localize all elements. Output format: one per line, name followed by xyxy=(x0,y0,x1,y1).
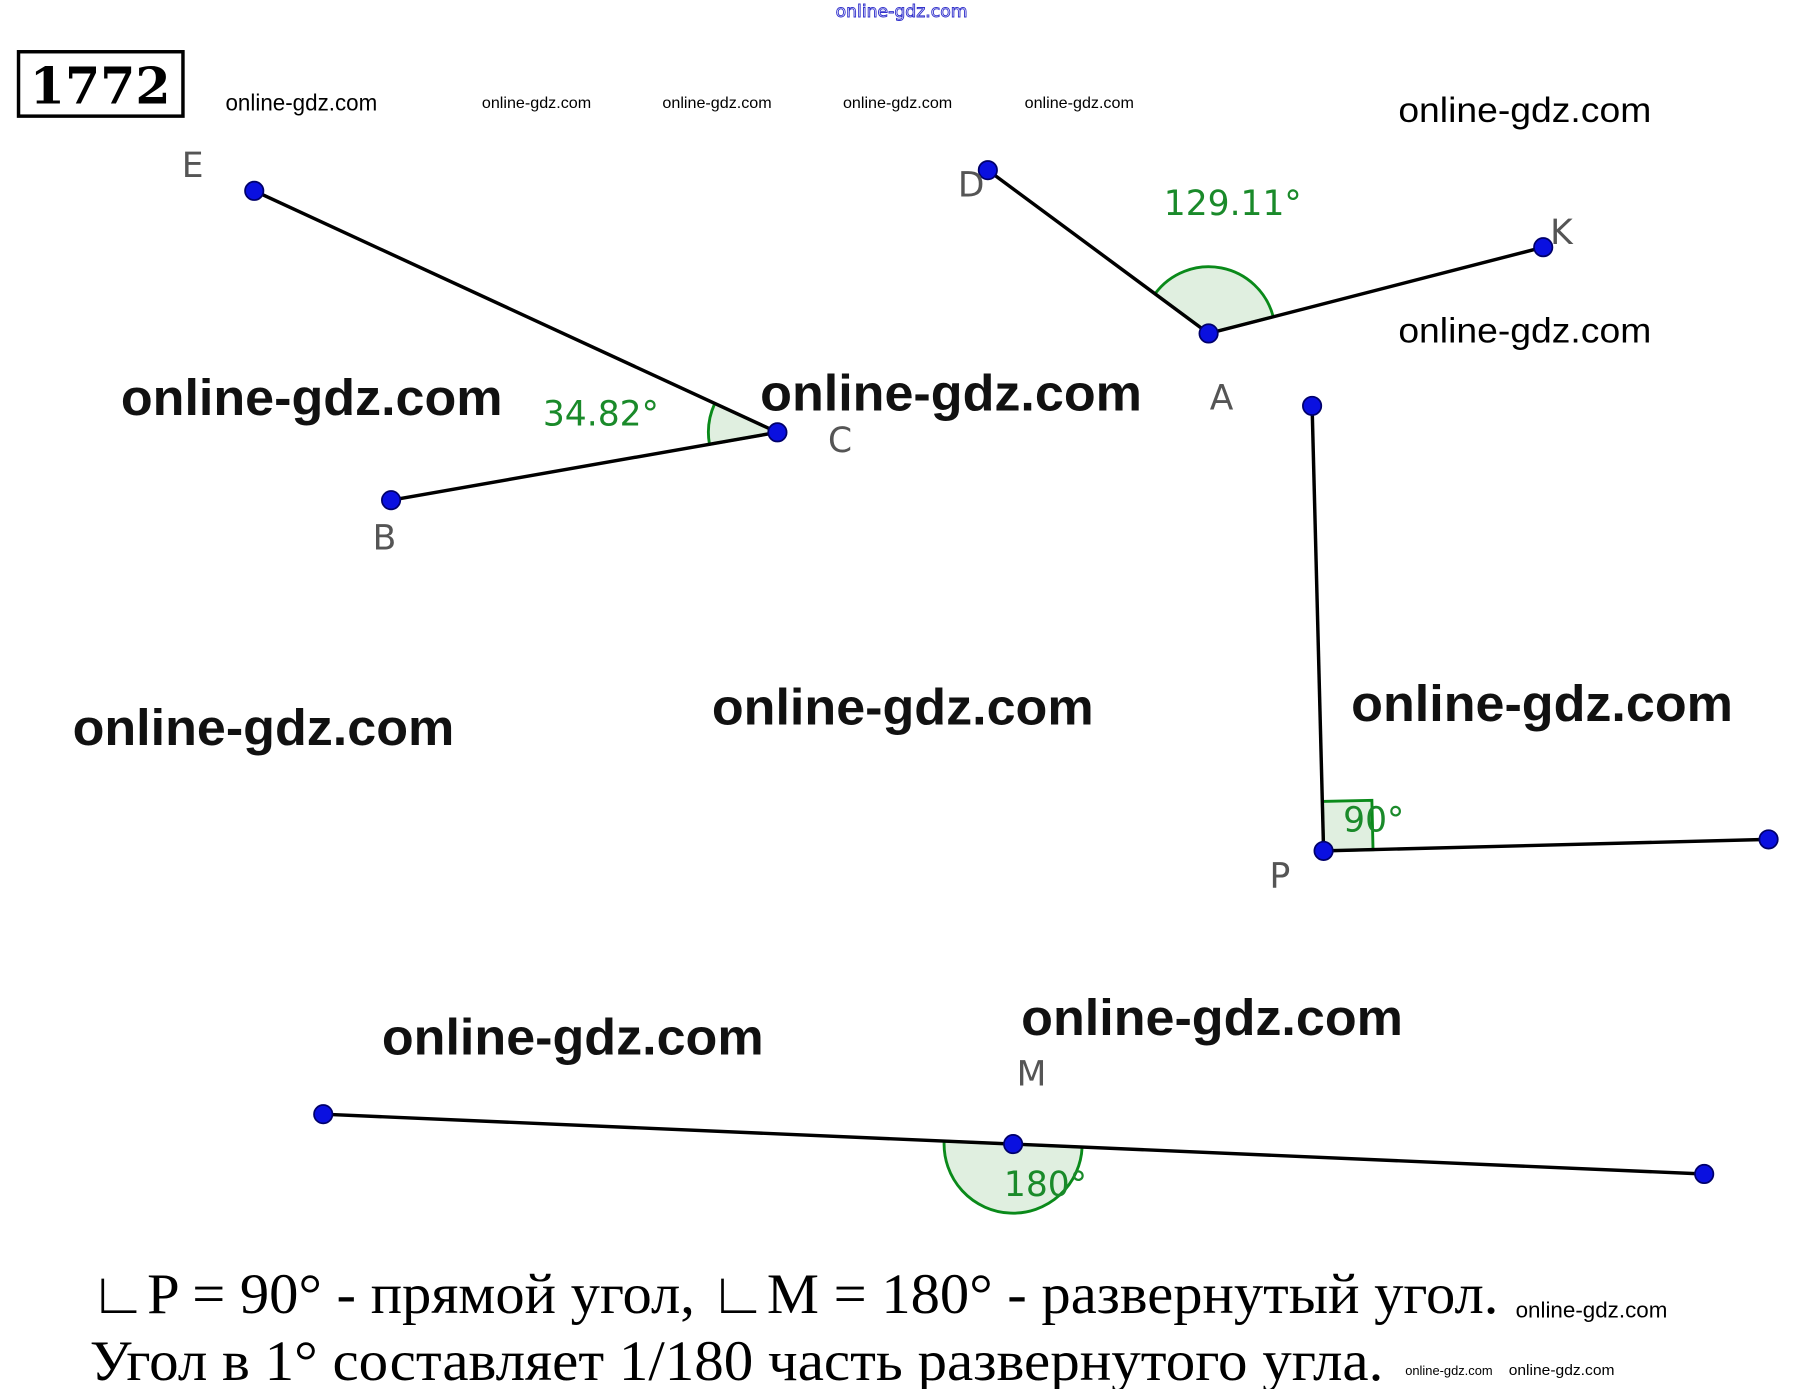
ray-p-up xyxy=(1310,405,1326,851)
ray-ce xyxy=(253,189,779,434)
angle-p-value: 90° xyxy=(1343,800,1404,840)
point-c[interactable] xyxy=(767,422,788,443)
watermark: online-gdz.com xyxy=(1509,1362,1615,1379)
label-b: B xyxy=(373,519,397,559)
watermark: online-gdz.com xyxy=(1405,1364,1492,1378)
label-a: A xyxy=(1210,378,1234,418)
ray-p-right xyxy=(1323,837,1769,853)
angle-m-value: 180° xyxy=(1004,1165,1087,1205)
point-m[interactable] xyxy=(1003,1134,1024,1155)
point-m-left[interactable] xyxy=(313,1104,334,1125)
label-p: P xyxy=(1270,857,1291,897)
label-e: E xyxy=(182,146,204,186)
watermark: online-gdz.com xyxy=(482,94,591,112)
ray-ad xyxy=(986,168,1210,335)
conclusion-line-1: ∟P = 90° - прямой угол, ∟M = 180° - разв… xyxy=(90,1263,1499,1326)
label-d: D xyxy=(958,166,985,206)
watermark: online-gdz.com xyxy=(760,364,1142,421)
label-m: M xyxy=(1017,1054,1047,1094)
ray-cb xyxy=(390,430,778,502)
problem-number-box xyxy=(16,50,185,118)
watermark: online-gdz.com xyxy=(1021,989,1403,1046)
point-p-top[interactable] xyxy=(1302,395,1323,416)
top-watermark: online-gdz.com xyxy=(836,2,968,22)
angle-m-arc xyxy=(942,1139,1084,1215)
angle-c-value: 34.82° xyxy=(543,394,659,434)
watermark: online-gdz.com xyxy=(712,678,1094,735)
conclusion-line-2: Угол в 1° составляет 1/180 часть разверн… xyxy=(90,1330,1384,1389)
point-b[interactable] xyxy=(381,490,402,511)
watermark: online-gdz.com xyxy=(121,369,503,426)
watermark: online-gdz.com xyxy=(73,699,455,756)
ray-ak xyxy=(1208,245,1544,336)
watermark: online-gdz.com xyxy=(1398,311,1651,351)
point-p[interactable] xyxy=(1313,840,1334,861)
watermark: online-gdz.com xyxy=(1351,675,1733,732)
watermark: online-gdz.com xyxy=(843,94,952,112)
watermark: online-gdz.com xyxy=(1516,1298,1668,1323)
point-d[interactable] xyxy=(977,160,998,181)
label-k: K xyxy=(1550,213,1574,253)
angle-a-value: 129.11° xyxy=(1164,184,1302,224)
watermark: online-gdz.com xyxy=(382,1008,764,1065)
point-p-right[interactable] xyxy=(1758,829,1779,850)
point-m-right[interactable] xyxy=(1694,1163,1715,1185)
watermark: online-gdz.com xyxy=(1398,90,1651,130)
label-c: C xyxy=(828,421,852,461)
watermark: online-gdz.com xyxy=(225,89,377,115)
point-k[interactable] xyxy=(1533,237,1554,258)
point-a[interactable] xyxy=(1198,323,1219,344)
point-e[interactable] xyxy=(244,180,265,201)
watermark: online-gdz.com xyxy=(1025,94,1134,112)
problem-number: 1772 xyxy=(30,55,171,115)
watermark: online-gdz.com xyxy=(662,94,771,112)
angle-a-arc xyxy=(1153,265,1275,336)
